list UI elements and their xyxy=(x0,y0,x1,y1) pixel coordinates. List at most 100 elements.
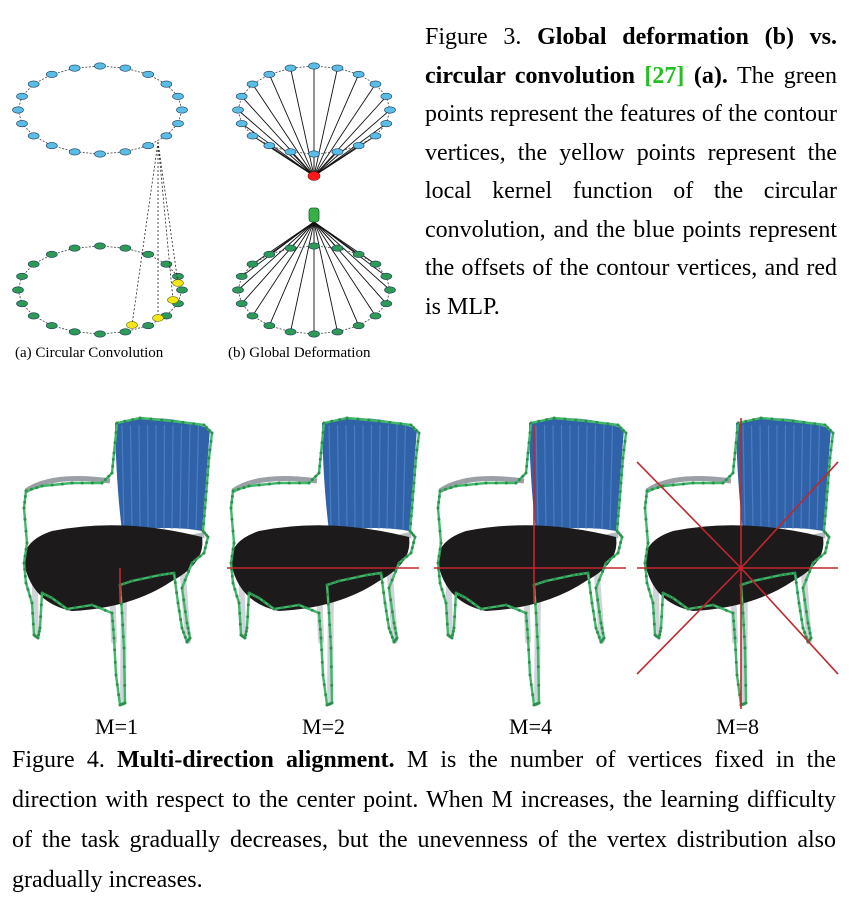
feature-point xyxy=(27,260,40,268)
contour-vertex xyxy=(326,593,330,597)
contour-vertex xyxy=(676,600,680,604)
contour-vertex xyxy=(563,417,567,421)
contour-vertex xyxy=(73,606,77,610)
contour-vertex xyxy=(801,586,805,590)
contour-vertex xyxy=(24,581,28,585)
offset-point xyxy=(160,132,173,140)
contour-vertex xyxy=(409,522,413,526)
contour-vertex xyxy=(47,594,51,598)
chair-back-stripe xyxy=(601,424,605,530)
contour-vertex xyxy=(616,423,620,427)
contour-vertex xyxy=(207,428,211,432)
figure3-diagram xyxy=(12,62,396,338)
contour-vertex xyxy=(615,529,619,533)
contour-vertex xyxy=(798,609,802,613)
contour-vertex xyxy=(646,541,650,545)
contour-vertex xyxy=(644,554,648,558)
contour-vertex xyxy=(206,465,210,468)
contour-vertex xyxy=(247,484,251,488)
contour-vertex xyxy=(113,660,117,664)
contour-vertex xyxy=(694,606,698,610)
chair-back-stripe xyxy=(146,424,149,530)
feature-point xyxy=(142,250,154,258)
contour-vertex xyxy=(752,418,756,422)
contour-vertex xyxy=(525,464,529,468)
citation-link[interactable]: [27] xyxy=(644,62,685,89)
contour-vertex xyxy=(416,440,420,443)
contour-vertex xyxy=(257,596,261,600)
contour-vertex xyxy=(392,621,396,625)
contour-vertex xyxy=(717,606,721,610)
contour-vertex xyxy=(383,601,387,605)
contour-vertex xyxy=(487,606,491,610)
contour-vertex xyxy=(111,619,115,623)
contour-vertex xyxy=(440,587,444,591)
contour-vertex xyxy=(202,423,206,427)
contour-vertex xyxy=(528,431,532,435)
contour-vertex xyxy=(828,428,832,432)
contour-vertex xyxy=(321,431,325,435)
contour-vertex xyxy=(671,483,675,487)
contour-vertex xyxy=(123,683,127,687)
contour-vertex xyxy=(827,465,831,468)
contour-vertex xyxy=(830,440,834,443)
contour-vertex xyxy=(572,573,576,577)
contour-vertex xyxy=(686,607,690,611)
contour-vertex xyxy=(612,554,616,558)
offset-point xyxy=(27,132,40,140)
contour-vertex xyxy=(644,494,648,498)
feature-point xyxy=(16,300,28,308)
contour-vertex xyxy=(205,540,209,544)
contour-vertex xyxy=(205,481,209,485)
contour-vertex xyxy=(531,693,535,697)
contour-vertex xyxy=(743,665,747,669)
feature-point xyxy=(142,322,154,330)
contour-vertex xyxy=(346,577,350,581)
contour-vertex xyxy=(779,573,783,577)
contour-vertex xyxy=(517,478,521,482)
contour-vertex xyxy=(532,703,536,707)
contour-vertex xyxy=(660,603,664,607)
contour-vertex xyxy=(479,607,483,611)
contour-vertex xyxy=(23,500,27,504)
offset-point xyxy=(331,148,344,156)
contour-vertex xyxy=(691,481,695,485)
contour-vertex xyxy=(50,596,54,600)
contour-vertex xyxy=(43,593,47,597)
contour-vertex xyxy=(384,609,388,613)
contour-vertex xyxy=(604,561,608,565)
contour-vertex xyxy=(504,603,508,607)
contour-vertex xyxy=(202,514,206,518)
contour-vertex xyxy=(399,422,403,426)
contour-vertex xyxy=(185,640,189,644)
contour-vertex xyxy=(584,419,588,423)
contour-vertex xyxy=(826,481,830,485)
contour-vertex xyxy=(139,577,143,581)
contour-vertex xyxy=(620,465,624,468)
contour-vertex xyxy=(22,561,26,565)
contour-vertex xyxy=(111,457,115,461)
chair-back-stripe xyxy=(370,424,373,530)
chair-panel-m1: M=1 xyxy=(12,413,221,739)
contour-vertex xyxy=(123,419,127,423)
contour-vertex xyxy=(454,591,458,595)
contour-vertex xyxy=(494,481,498,485)
offset-point xyxy=(246,80,259,88)
contour-vertex xyxy=(769,575,773,579)
contour-vertex xyxy=(736,683,740,687)
contour-vertex xyxy=(322,421,326,425)
contour-vertex xyxy=(23,517,27,521)
contour-vertex xyxy=(386,618,390,621)
contour-vertex xyxy=(337,579,341,583)
contour-vertex xyxy=(474,603,478,607)
offset-point xyxy=(352,70,365,78)
contour-vertex xyxy=(647,587,651,591)
contour-vertex xyxy=(681,482,685,486)
contour-vertex xyxy=(229,506,233,510)
contour-vertex xyxy=(377,419,381,423)
contour-vertex xyxy=(31,611,35,615)
contour-vertex xyxy=(182,598,186,602)
contour-vertex xyxy=(208,448,212,452)
contour-vertex xyxy=(365,573,369,577)
citation-number[interactable]: 27 xyxy=(652,62,677,89)
